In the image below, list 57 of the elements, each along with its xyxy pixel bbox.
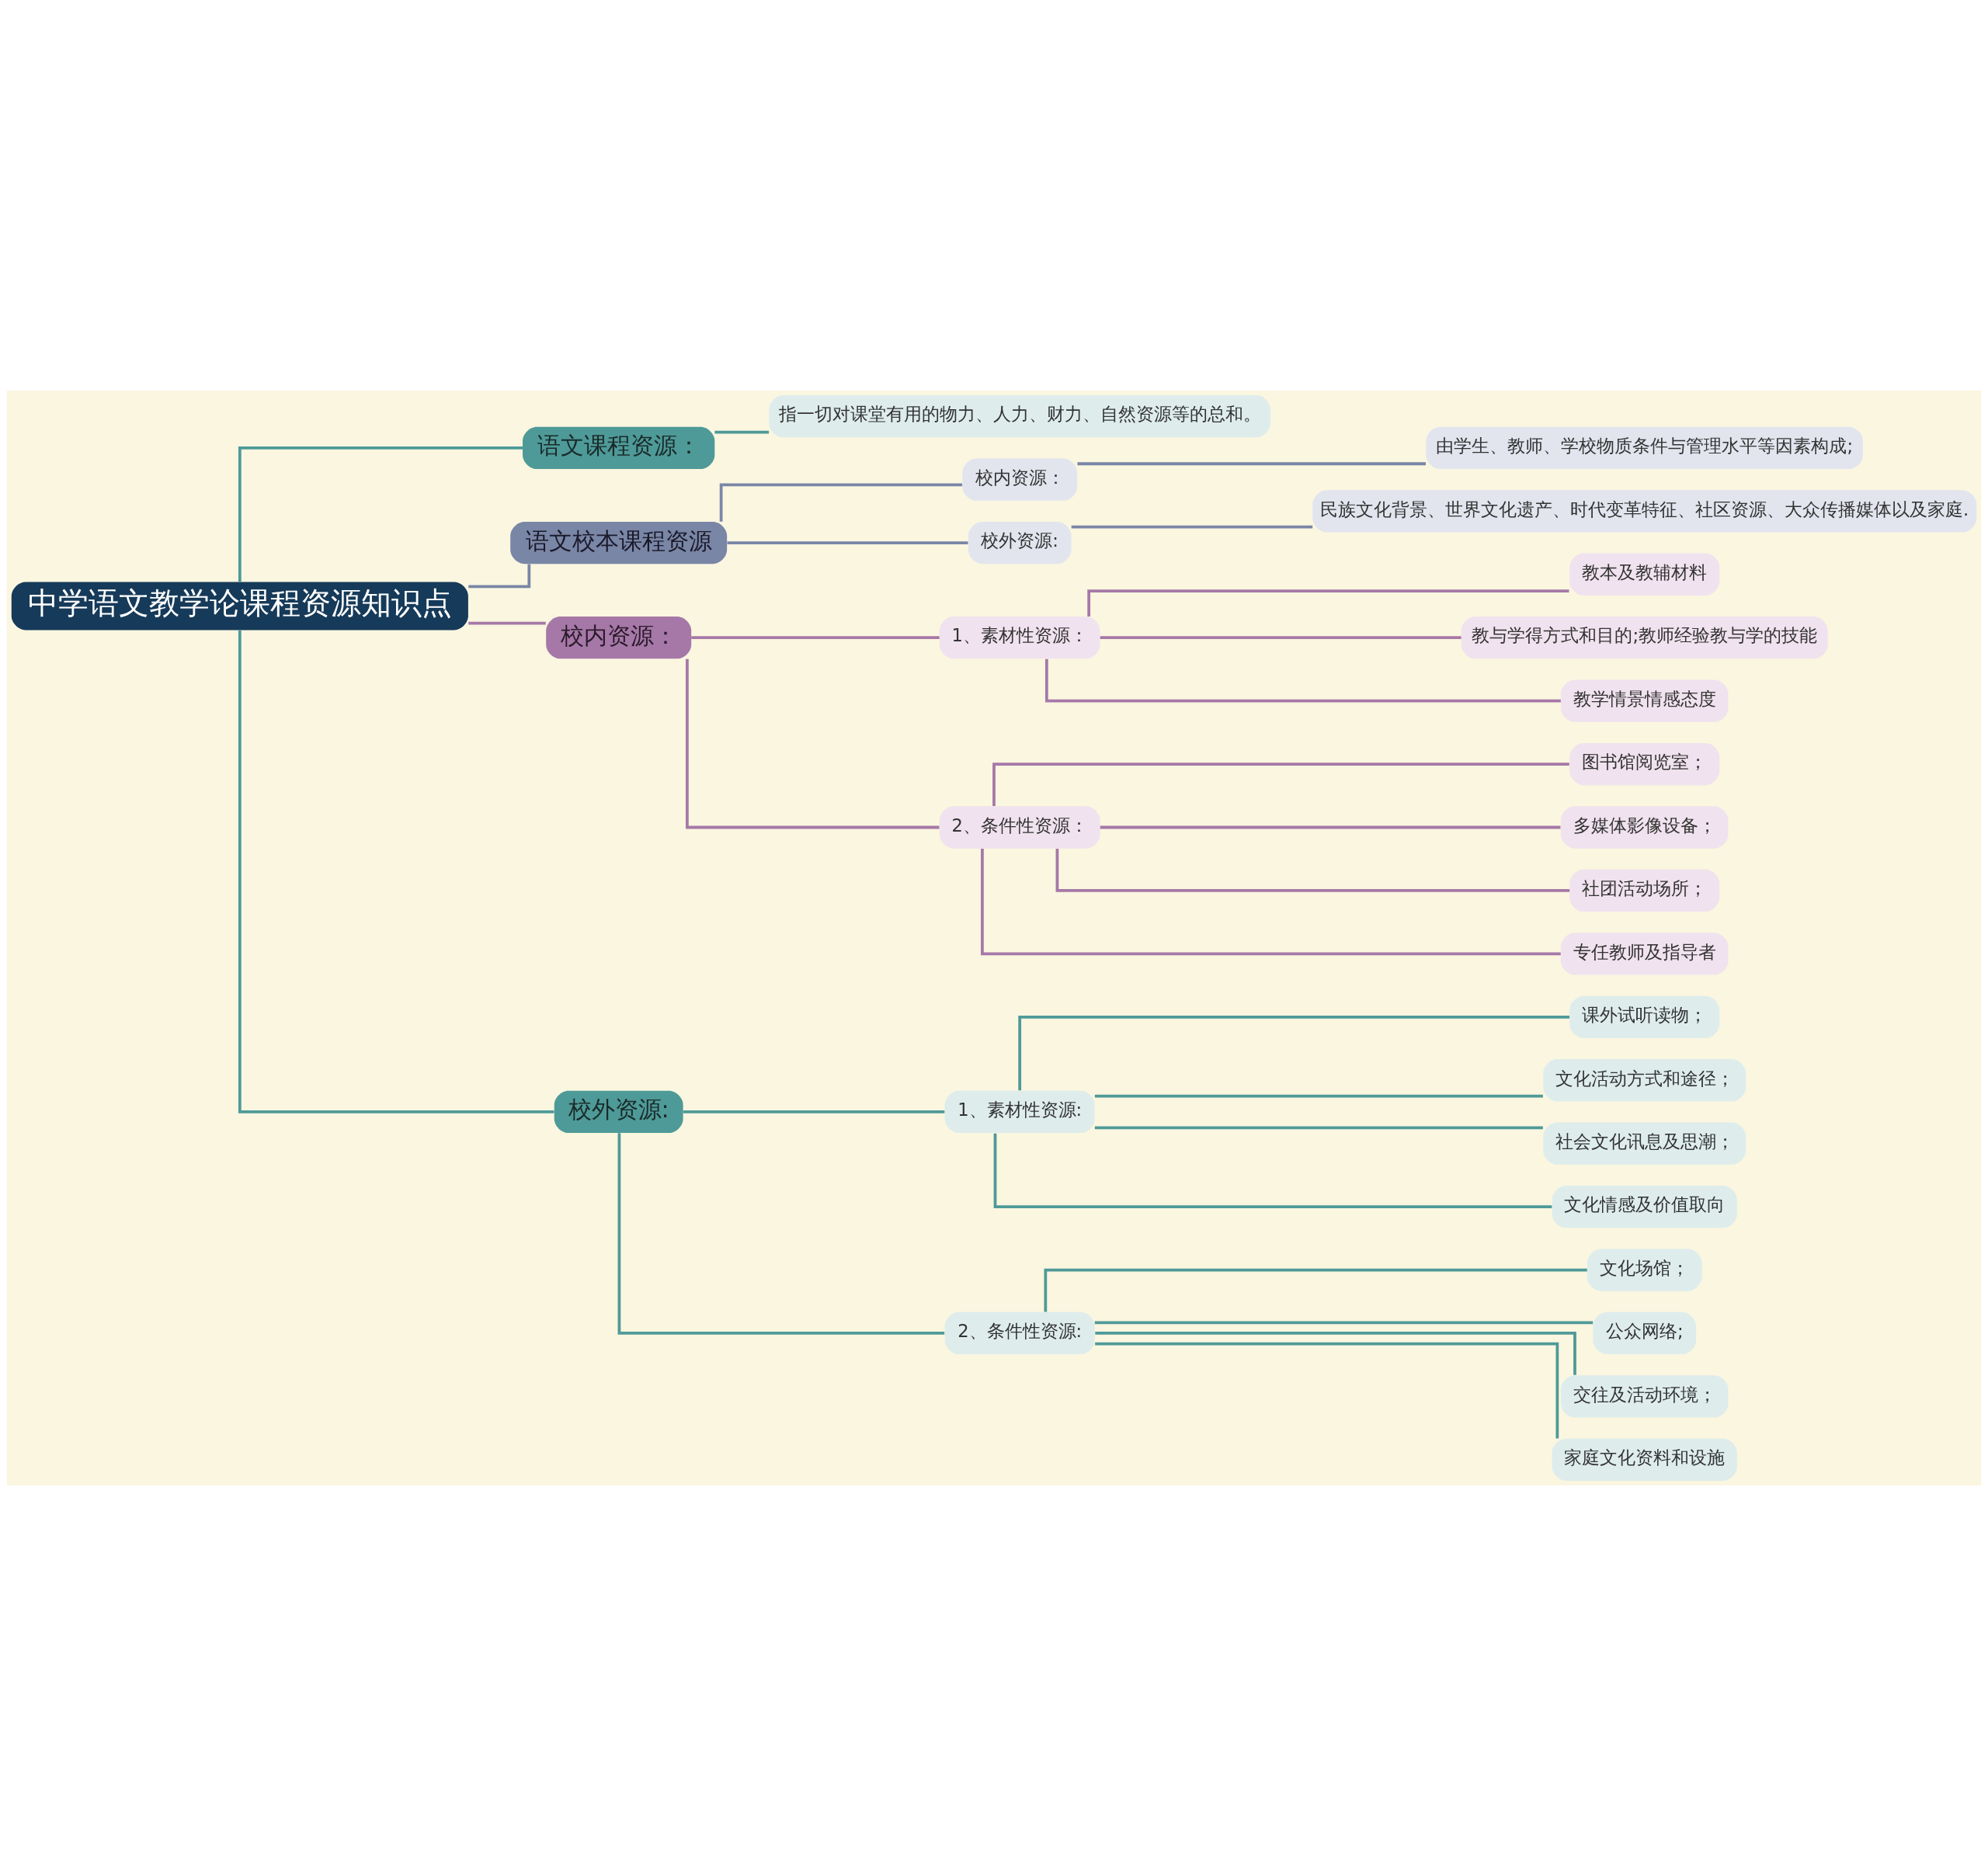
node-box: 指一切对课堂有用的物力、人力、财力、自然资源等的总和。 <box>769 395 1270 438</box>
connector <box>1055 849 1570 892</box>
connector <box>1094 1321 1594 1325</box>
node-box: 1、素材性资源： <box>939 617 1100 659</box>
connector <box>1071 525 1313 529</box>
connector <box>1044 1268 1587 1312</box>
node-box: 社会文化讯息及思潮； <box>1543 1122 1746 1165</box>
node-box: 校内资源： <box>546 617 692 659</box>
connector <box>1094 1094 1543 1098</box>
node-box: 图书馆阅览室； <box>1569 742 1720 786</box>
connector <box>992 763 1569 806</box>
connector <box>993 1133 1552 1208</box>
node-box: 2、条件性资源: <box>944 1311 1095 1355</box>
node-box: 由学生、教师、学校物质条件与管理水平等因素构成; <box>1426 426 1863 470</box>
connector <box>468 621 546 625</box>
connector <box>1095 1342 1559 1439</box>
node-box: 文化场馆； <box>1587 1249 1702 1291</box>
node-box: 1、素材性资源: <box>944 1090 1095 1134</box>
node-box: 家庭文化资料和设施 <box>1552 1438 1737 1481</box>
connector <box>981 849 1561 956</box>
connector <box>1094 1126 1543 1130</box>
node-box: 教学情景情感态度 <box>1560 679 1729 722</box>
connector <box>683 1110 945 1113</box>
node-box: 多媒体影像设备； <box>1560 806 1729 849</box>
node-box: 课外试听读物； <box>1569 995 1720 1038</box>
node-box: 教本及教辅材料 <box>1569 553 1720 596</box>
node-box: 2、条件性资源： <box>939 806 1100 849</box>
connector <box>1100 825 1561 829</box>
node-box: 社团活动场所； <box>1569 869 1720 912</box>
node-box: 文化情感及价值取向 <box>1552 1185 1737 1228</box>
connector <box>468 564 531 589</box>
node-box: 中学语文教学论课程资源知识点 <box>11 582 468 631</box>
node-box: 语文课程资源： <box>523 426 715 470</box>
connector <box>719 483 963 522</box>
node-box: 校内资源： <box>962 458 1078 501</box>
connector <box>1044 658 1561 703</box>
connector <box>714 430 770 434</box>
connector <box>1077 462 1426 466</box>
connector <box>238 630 554 1113</box>
node-box: 交往及活动环境； <box>1560 1375 1729 1418</box>
connector <box>691 636 940 640</box>
node-box: 专任教师及指导者 <box>1560 933 1729 975</box>
connector <box>1100 636 1461 640</box>
node-box: 公众网络; <box>1593 1311 1697 1355</box>
connector <box>727 541 968 544</box>
connector <box>617 1133 945 1335</box>
node-box: 教与学得方式和目的;教师经验教与学的技能 <box>1461 617 1828 659</box>
connector <box>1087 589 1569 617</box>
node-box: 语文校本课程资源 <box>510 521 728 565</box>
connector <box>238 446 523 582</box>
node-box: 文化活动方式和途径； <box>1543 1059 1746 1102</box>
connector <box>1095 1332 1576 1375</box>
node-box: 校外资源: <box>968 521 1072 565</box>
node-box: 校外资源: <box>554 1090 683 1134</box>
connector <box>1018 1015 1570 1091</box>
node-box: 民族文化背景、世界文化遗产、时代变革特征、社区资源、大众传播媒体以及家庭. <box>1312 490 1977 533</box>
connector <box>686 658 940 829</box>
